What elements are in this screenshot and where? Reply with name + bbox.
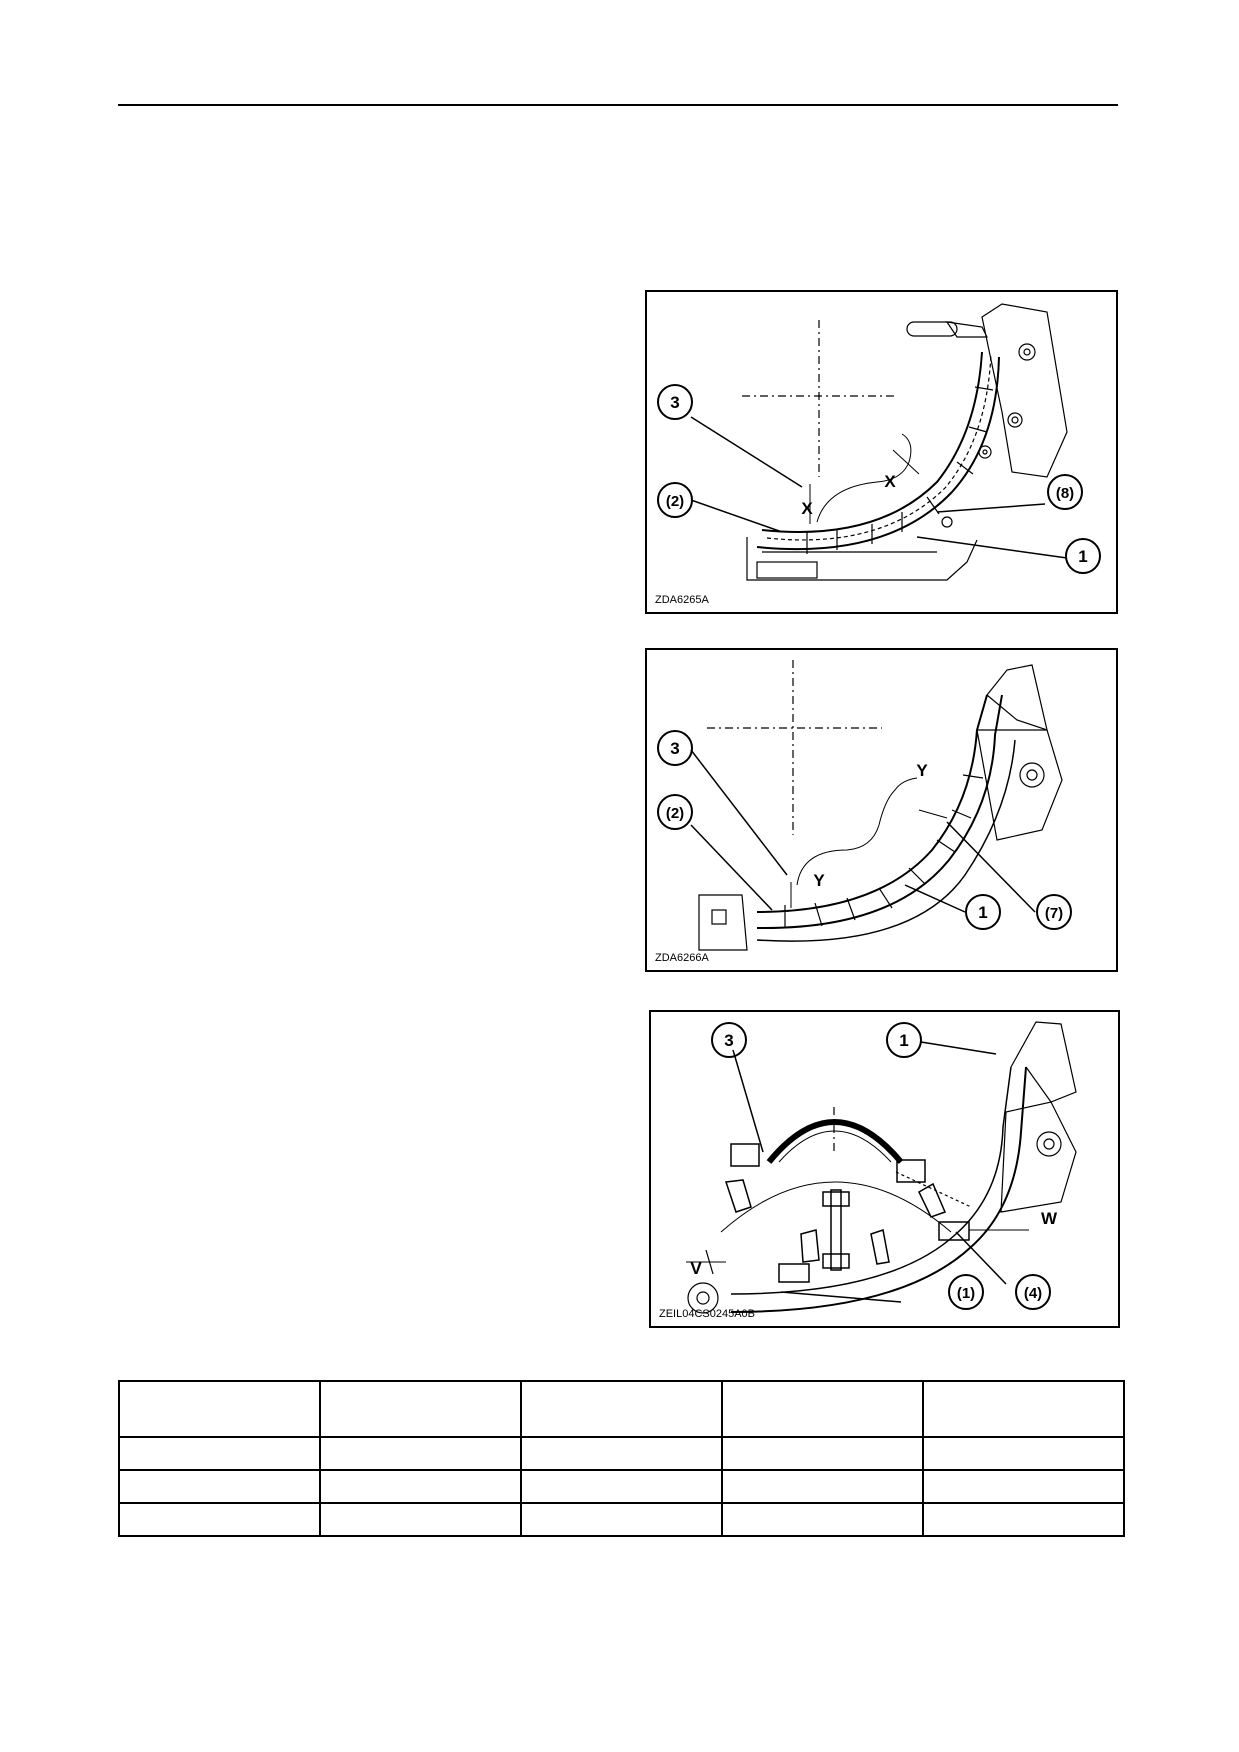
table-cell xyxy=(118,1502,321,1537)
callout-2: (2) xyxy=(666,805,684,822)
table-cell xyxy=(520,1502,723,1537)
header-rule xyxy=(118,104,1118,106)
dimension-y-left: Y xyxy=(813,871,825,890)
figure-zeil04cs0245a0b: 3 1 (1) (4) W V ZEIL04CS0245A0B xyxy=(649,1010,1120,1328)
callout-8: (8) xyxy=(1056,485,1074,502)
table-cell xyxy=(319,1469,522,1504)
table-cell xyxy=(721,1502,924,1537)
figure-code: ZDA6266A xyxy=(655,952,709,964)
dimension-w: W xyxy=(1041,1209,1058,1228)
table-header-cell xyxy=(922,1380,1125,1438)
table-cell xyxy=(319,1502,522,1537)
table-header-row xyxy=(118,1380,1125,1438)
figure-drawing: 3 (2) (8) 1 X X xyxy=(657,303,1101,581)
callout-1: 1 xyxy=(978,903,987,922)
dimension-x-right: X xyxy=(884,472,896,491)
figure-code: ZDA6265A xyxy=(655,594,709,606)
table-header-cell xyxy=(319,1380,522,1438)
table-cell xyxy=(721,1436,924,1471)
dimension-x-left: X xyxy=(801,499,813,518)
callout-3: 3 xyxy=(670,739,679,758)
table-cell xyxy=(319,1436,522,1471)
callout-3: 3 xyxy=(670,393,679,412)
callout-4: (4) xyxy=(1024,1285,1042,1302)
figure-drawing: 3 (2) 1 (7) Y Y xyxy=(657,660,1072,951)
figure-zda6265a: 3 (2) (8) 1 X X ZDA6265A xyxy=(645,290,1118,614)
table-cell xyxy=(922,1436,1125,1471)
table-cell xyxy=(118,1469,321,1504)
callout-1: 1 xyxy=(899,1031,908,1050)
figure-drawing: 3 1 (1) (4) W V xyxy=(686,1021,1077,1314)
table-row xyxy=(118,1436,1125,1471)
figure-code: ZEIL04CS0245A0B xyxy=(659,1308,756,1320)
table-cell xyxy=(721,1469,924,1504)
table-header-cell xyxy=(721,1380,924,1438)
table-row xyxy=(118,1469,1125,1504)
table-row xyxy=(118,1502,1125,1537)
table-header-cell xyxy=(118,1380,321,1438)
callout-7: (7) xyxy=(1045,905,1063,922)
callout-3: 3 xyxy=(724,1031,733,1050)
table-header-cell xyxy=(520,1380,723,1438)
callout-1-paren: (1) xyxy=(957,1285,975,1302)
specification-table xyxy=(118,1380,1125,1537)
table-cell xyxy=(922,1502,1125,1537)
dimension-v: V xyxy=(690,1259,702,1278)
table-cell xyxy=(520,1436,723,1471)
table-cell xyxy=(922,1469,1125,1504)
table-cell xyxy=(520,1469,723,1504)
callout-2: (2) xyxy=(666,493,684,510)
dimension-y-right: Y xyxy=(916,761,928,780)
callout-1: 1 xyxy=(1078,547,1087,566)
figure-zda6266a: 3 (2) 1 (7) Y Y ZDA6266A xyxy=(645,648,1118,972)
table-cell xyxy=(118,1436,321,1471)
